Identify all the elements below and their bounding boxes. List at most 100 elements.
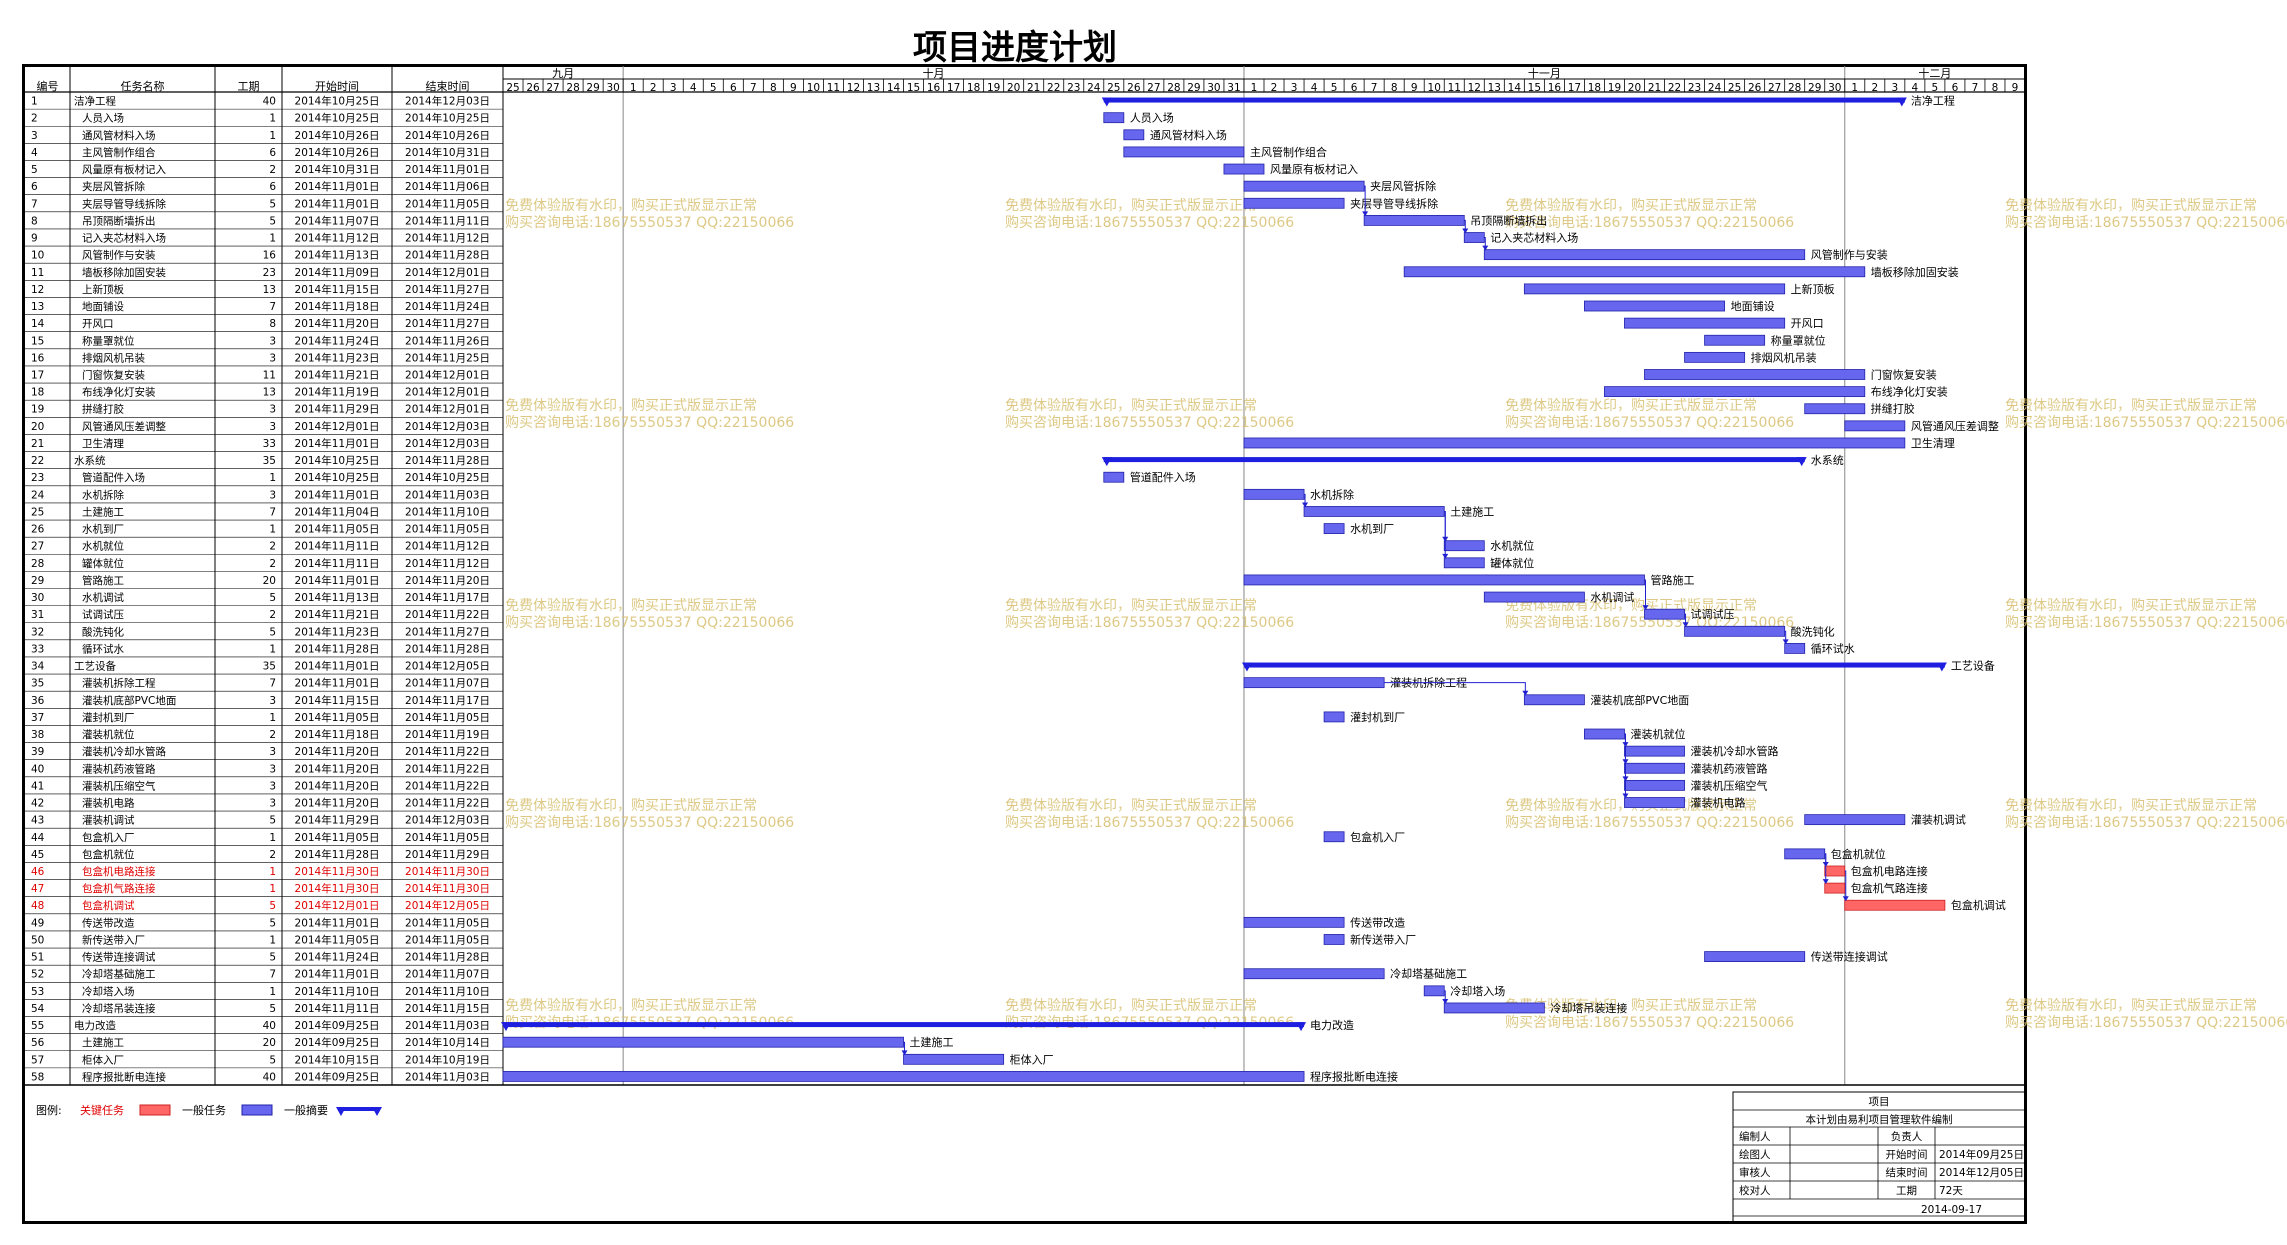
bar-label: 柜体入厂 — [1010, 1052, 1054, 1066]
task-name: 灌装机拆除工程 — [82, 677, 156, 690]
task-end: 2014年11月10日 — [405, 985, 490, 998]
critical-task-bar — [1824, 882, 1846, 894]
bar-label: 水系统 — [1811, 454, 1844, 467]
task-bar — [1123, 129, 1145, 141]
dependency-link — [903, 1041, 906, 1055]
task-end: 2014年11月03日 — [405, 488, 490, 501]
task-bar — [1624, 745, 1685, 757]
task-end: 2014年12月03日 — [405, 437, 490, 450]
task-start: 2014年11月12日 — [295, 232, 380, 245]
task-bar — [1243, 677, 1385, 689]
task-bar — [1323, 831, 1345, 843]
task-end: 2014年12月05日 — [405, 899, 490, 912]
bar-label: 包盒机气路连接 — [1851, 881, 1928, 895]
task-name: 电力改造 — [74, 1019, 116, 1032]
task-start: 2014年11月05日 — [295, 711, 380, 724]
task-name: 墙板移除加固安装 — [82, 266, 166, 279]
task-duration: 7 — [269, 301, 276, 313]
task-bar — [1523, 283, 1786, 295]
watermark-text: 购买咨询电话:18675550537 QQ:22150066 — [505, 415, 794, 431]
task-bar — [502, 1071, 1305, 1082]
day-label: 5 — [1932, 82, 1939, 94]
task-end: 2014年11月22日 — [405, 797, 490, 810]
dependency-arrow — [1842, 896, 1849, 902]
task-id: 53 — [31, 986, 44, 998]
summary-bar-start-cap — [1101, 457, 1112, 467]
task-duration: 7 — [269, 678, 276, 690]
info-value: 72天 — [1939, 1185, 1963, 1197]
dependency-arrow — [1522, 690, 1529, 696]
task-start: 2014年11月23日 — [295, 351, 380, 364]
task-name: 包盒机入厂 — [82, 831, 135, 844]
task-duration: 6 — [269, 147, 276, 159]
task-start: 2014年09月25日 — [295, 1070, 380, 1083]
dependency-arrow — [1442, 553, 1449, 559]
task-end: 2014年11月22日 — [405, 762, 490, 775]
task-id: 45 — [31, 849, 44, 861]
bar-label: 拼缝打胶 — [1871, 402, 1915, 416]
task-bar — [1644, 369, 1866, 380]
task-id: 31 — [31, 609, 44, 621]
task-id: 25 — [31, 506, 44, 518]
task-id: 40 — [31, 763, 44, 775]
task-name: 灌装机药液管路 — [82, 762, 156, 775]
dependency-link — [1384, 682, 1526, 695]
day-label: 19 — [987, 82, 1000, 94]
task-start: 2014年11月28日 — [295, 642, 380, 655]
task-end: 2014年12月03日 — [405, 95, 490, 108]
day-label: 22 — [1047, 82, 1060, 94]
day-label: 4 — [1311, 82, 1318, 94]
legend-summary-cap — [336, 1107, 346, 1116]
task-end: 2014年11月07日 — [405, 968, 490, 981]
task-start: 2014年11月01日 — [295, 197, 380, 210]
watermark-text: 免费体验版有水印，购买正式版显示正常 — [2005, 598, 2257, 614]
task-duration: 35 — [263, 455, 276, 467]
task-start: 2014年11月30日 — [295, 882, 380, 895]
bar-label: 试调试压 — [1691, 608, 1735, 621]
task-end: 2014年12月05日 — [405, 660, 490, 673]
task-name: 上新顶板 — [82, 283, 124, 296]
day-label: 27 — [1768, 82, 1781, 94]
task-start: 2014年11月11日 — [295, 540, 380, 553]
task-duration: 5 — [269, 900, 276, 912]
bar-label: 传送带改造 — [1350, 915, 1405, 929]
task-bar — [1243, 488, 1305, 500]
task-end: 2014年11月05日 — [405, 916, 490, 929]
watermark-text: 购买咨询电话:18675550537 QQ:22150066 — [1005, 815, 1294, 831]
bar-label: 工艺设备 — [1951, 659, 1995, 673]
task-end: 2014年11月28日 — [405, 951, 490, 964]
bar-label: 冷却塔入场 — [1450, 984, 1505, 998]
task-duration: 35 — [263, 661, 276, 673]
task-end: 2014年11月07日 — [405, 677, 490, 690]
task-name: 灌装机调试 — [82, 814, 135, 827]
task-id: 46 — [31, 866, 45, 878]
task-id: 21 — [31, 438, 44, 450]
task-name: 柜体入厂 — [82, 1053, 124, 1066]
day-label: 12 — [847, 82, 860, 94]
task-duration: 40 — [263, 1071, 276, 1083]
task-bar — [1243, 968, 1385, 980]
day-label: 16 — [927, 82, 941, 94]
bar-label: 吊顶隔断墙拆出 — [1470, 213, 1547, 227]
task-end: 2014年11月30日 — [405, 882, 490, 895]
task-start: 2014年12月01日 — [295, 899, 380, 912]
task-end: 2014年11月06日 — [405, 180, 490, 193]
day-label: 10 — [1428, 82, 1441, 94]
task-duration: 1 — [269, 130, 276, 142]
task-end: 2014年11月05日 — [405, 711, 490, 724]
task-bar — [1303, 506, 1445, 517]
task-id: 14 — [31, 318, 45, 330]
bar-label: 灌装机电路 — [1691, 796, 1746, 810]
summary-bar-end-cap — [1896, 97, 1907, 107]
day-label: 5 — [1331, 82, 1338, 94]
day-label: 28 — [566, 82, 579, 94]
bar-label: 墙板移除加固安装 — [1871, 265, 1959, 279]
task-bar — [1584, 728, 1625, 740]
bar-label: 洁净工程 — [1911, 94, 1955, 108]
task-duration: 7 — [269, 506, 276, 518]
task-duration: 5 — [269, 198, 276, 210]
task-name: 土建施工 — [82, 1036, 124, 1049]
header-name: 任务名称 — [121, 79, 165, 93]
task-bar — [1784, 643, 1806, 654]
task-duration: 5 — [269, 815, 276, 827]
